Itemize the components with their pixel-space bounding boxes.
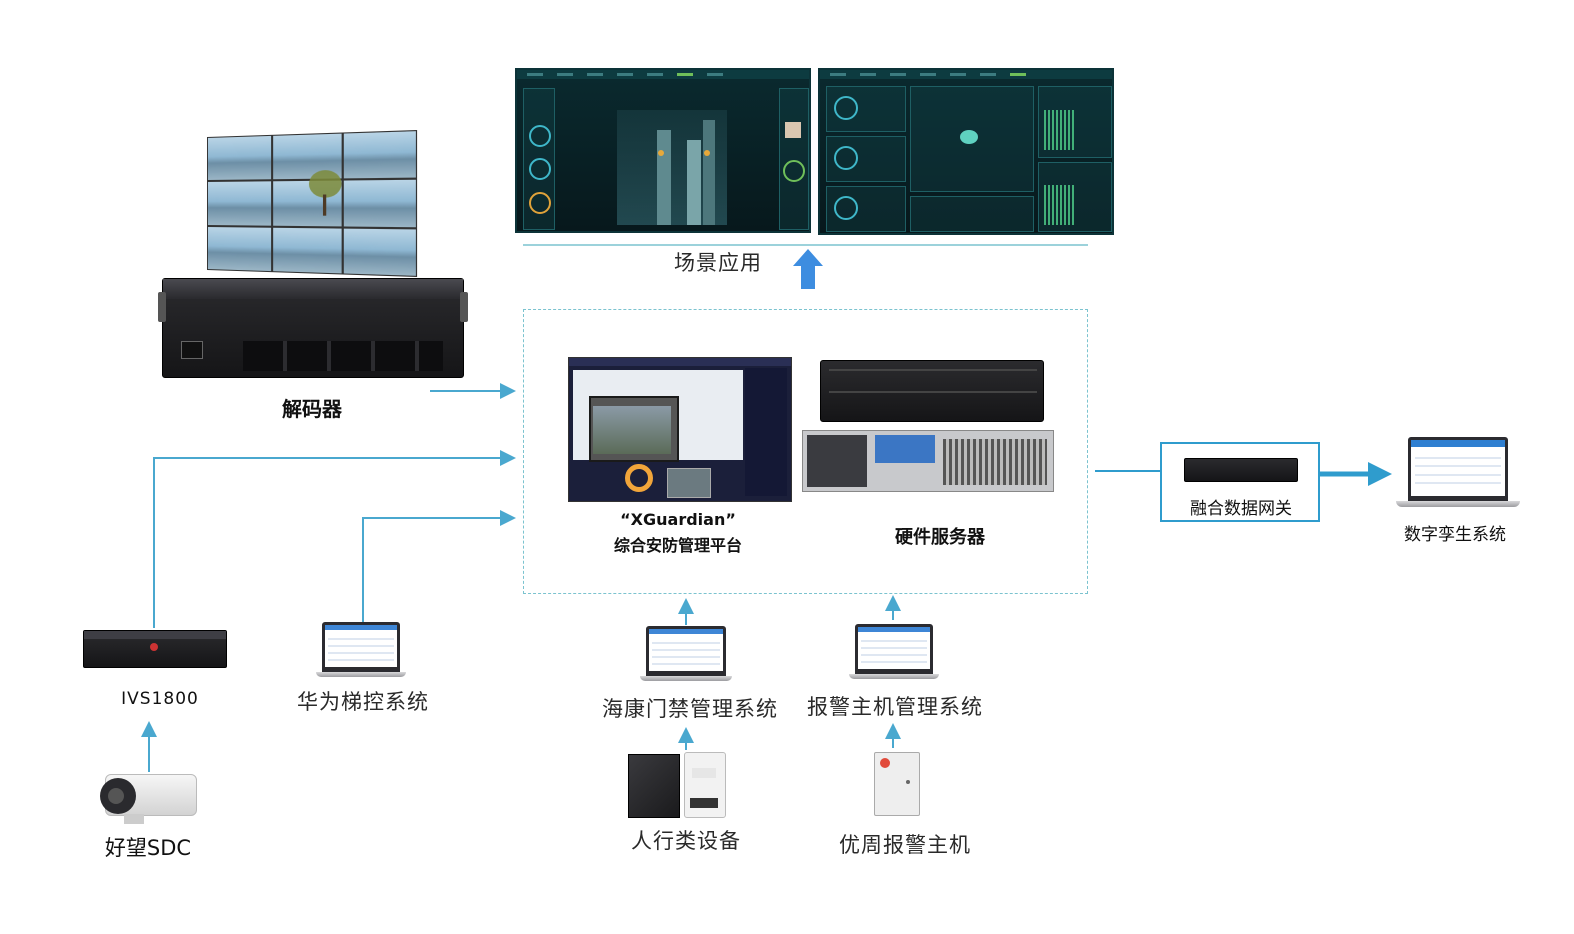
- gateway-twin-arrowhead: [1368, 462, 1392, 486]
- elevator-label: 华为梯控系统: [297, 690, 429, 714]
- scene-dashboard-left: [515, 68, 811, 233]
- ivs-arrow: [153, 450, 516, 628]
- platform-quote-label: “XGuardian”: [620, 510, 736, 529]
- scene-up-arrow: [793, 249, 823, 289]
- scene-app-label: 场景应用: [674, 251, 762, 275]
- decoder-label: 解码器: [282, 397, 342, 421]
- ivs-label: IVS1800: [121, 689, 199, 709]
- gateway-label: 融合数据网关: [1190, 499, 1292, 519]
- xguardian-screenshot: [568, 357, 792, 502]
- platform-group-box: [523, 309, 1088, 594]
- pedestrian-device-label: 人行类设备: [631, 829, 741, 853]
- access-control-label: 海康门禁管理系统: [602, 697, 778, 721]
- ivs-device-image: [83, 630, 227, 668]
- scene-dashboard-right: [818, 68, 1114, 235]
- camera-label: 好望SDC: [104, 836, 192, 860]
- platform-name-label: 综合安防管理平台: [613, 536, 742, 555]
- digital-twin-label: 数字孪生系统: [1404, 525, 1506, 545]
- hardware-server-label: 硬件服务器: [895, 527, 985, 548]
- gateway-box: [1160, 442, 1320, 522]
- alarm-mgmt-label: 报警主机管理系统: [807, 695, 983, 719]
- alarm-host-label: 优周报警主机: [839, 833, 971, 857]
- elevator-arrow: [362, 510, 516, 622]
